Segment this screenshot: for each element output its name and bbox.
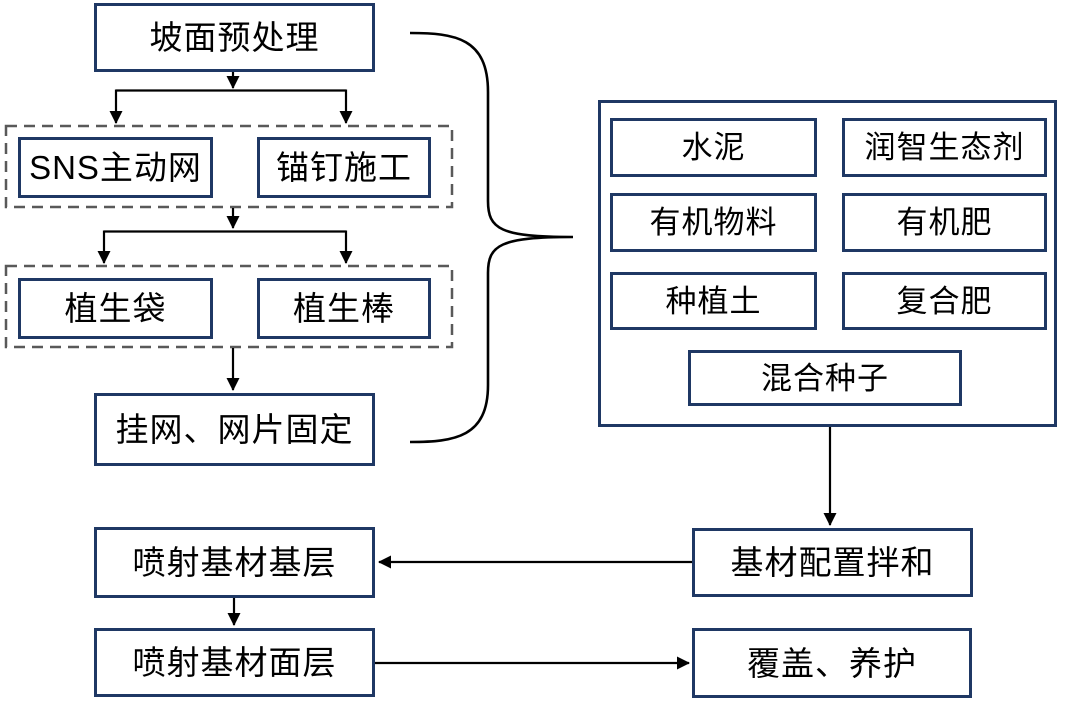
node-substrate-mixing: 基材配置拌和 bbox=[692, 528, 973, 597]
node-mixed-seeds: 混合种子 bbox=[688, 350, 962, 406]
curly-brace bbox=[409, 31, 574, 444]
node-runzhi-eco-agent: 润智生态剂 bbox=[842, 118, 1047, 177]
node-organic-fertilizer: 有机肥 bbox=[842, 193, 1047, 252]
node-cement: 水泥 bbox=[610, 118, 817, 177]
node-planting-soil: 种植土 bbox=[610, 272, 817, 330]
node-anchor-bolt: 锚钉施工 bbox=[257, 137, 431, 198]
node-spray-substrate-base-layer: 喷射基材基层 bbox=[94, 527, 375, 598]
node-veg-rod: 植生棒 bbox=[257, 278, 431, 339]
dashed-group-veg bbox=[4, 264, 454, 349]
node-hang-net: 挂网、网片固定 bbox=[94, 393, 375, 466]
node-sns-net: SNS主动网 bbox=[18, 137, 213, 198]
node-slope-pretreatment: 坡面预处理 bbox=[94, 3, 375, 72]
node-cover-maintenance: 覆盖、养护 bbox=[692, 628, 972, 698]
node-veg-bag: 植生袋 bbox=[18, 278, 213, 339]
node-organic-material: 有机物料 bbox=[610, 193, 817, 252]
node-spray-substrate-surface-layer: 喷射基材面层 bbox=[94, 628, 375, 697]
dashed-group-sns-anchor bbox=[4, 124, 454, 209]
node-compound-fertilizer: 复合肥 bbox=[842, 272, 1047, 330]
